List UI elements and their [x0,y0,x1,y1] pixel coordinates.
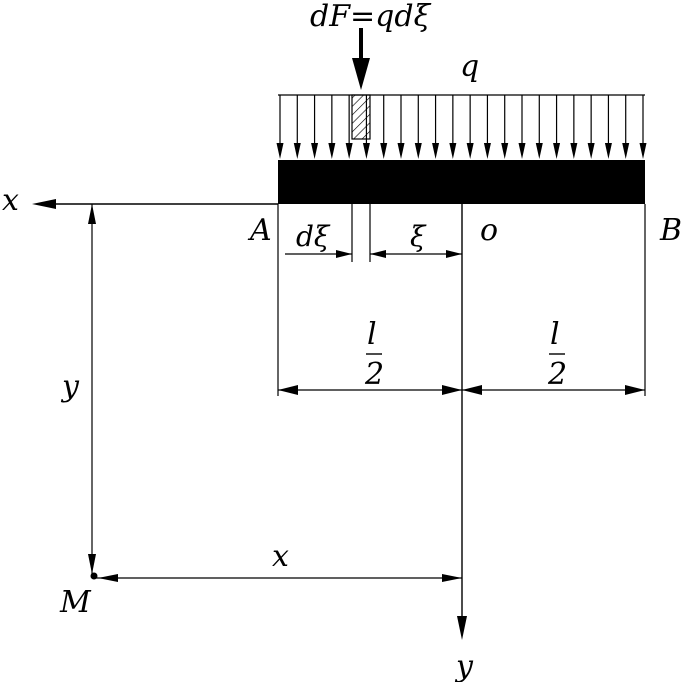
dxi-dimension [285,250,352,258]
point-b-label: B [659,213,682,248]
point-m-label: M [59,585,92,620]
right-half-denominator: 2 [547,357,567,392]
load-arrow [414,95,422,159]
load-arrow [432,95,440,159]
load-arrow [535,95,543,159]
load-label: q [460,49,479,84]
load-arrow [518,95,526,159]
point-a-label: A [247,213,272,248]
x-dimension-label: x [272,539,289,574]
distributed-load-arrows [276,95,647,159]
xi-label: ξ [410,220,427,253]
y-dimension-label: y [60,369,80,404]
load-arrow [483,95,491,159]
left-half-numerator: l [367,317,377,352]
load-arrow [570,95,578,159]
y-axis [457,204,467,640]
load-arrow [639,95,647,159]
load-arrow [449,95,457,159]
load-arrow [397,95,405,159]
load-arrow [311,95,319,159]
point-m-dot [90,572,98,580]
right-half-numerator: l [550,317,560,352]
load-arrow [553,95,561,159]
load-arrow [466,95,474,159]
element-strip [351,94,371,140]
load-arrow [345,95,353,159]
load-arrow [276,95,284,159]
load-arrow [501,95,509,159]
load-arrow [293,95,301,159]
x-dimension [96,574,462,582]
left-half-dimension [278,385,462,395]
x-axis-label: x [2,183,19,218]
y-dimension [88,204,96,578]
force-arrow [352,28,370,90]
left-half-denominator: 2 [364,357,384,392]
d-xi-label: dξ [296,220,331,253]
load-arrow [328,95,336,159]
origin-label: o [480,213,498,248]
xi-dimension [370,250,462,258]
y-axis-label: y [454,649,474,682]
force-label: dF=qdξ [310,0,432,34]
load-arrow [604,95,612,159]
load-arrow [380,95,388,159]
right-half-dimension [462,385,645,395]
beam [278,160,645,204]
load-arrow [587,95,595,159]
load-arrow [622,95,630,159]
x-axis [32,199,278,209]
